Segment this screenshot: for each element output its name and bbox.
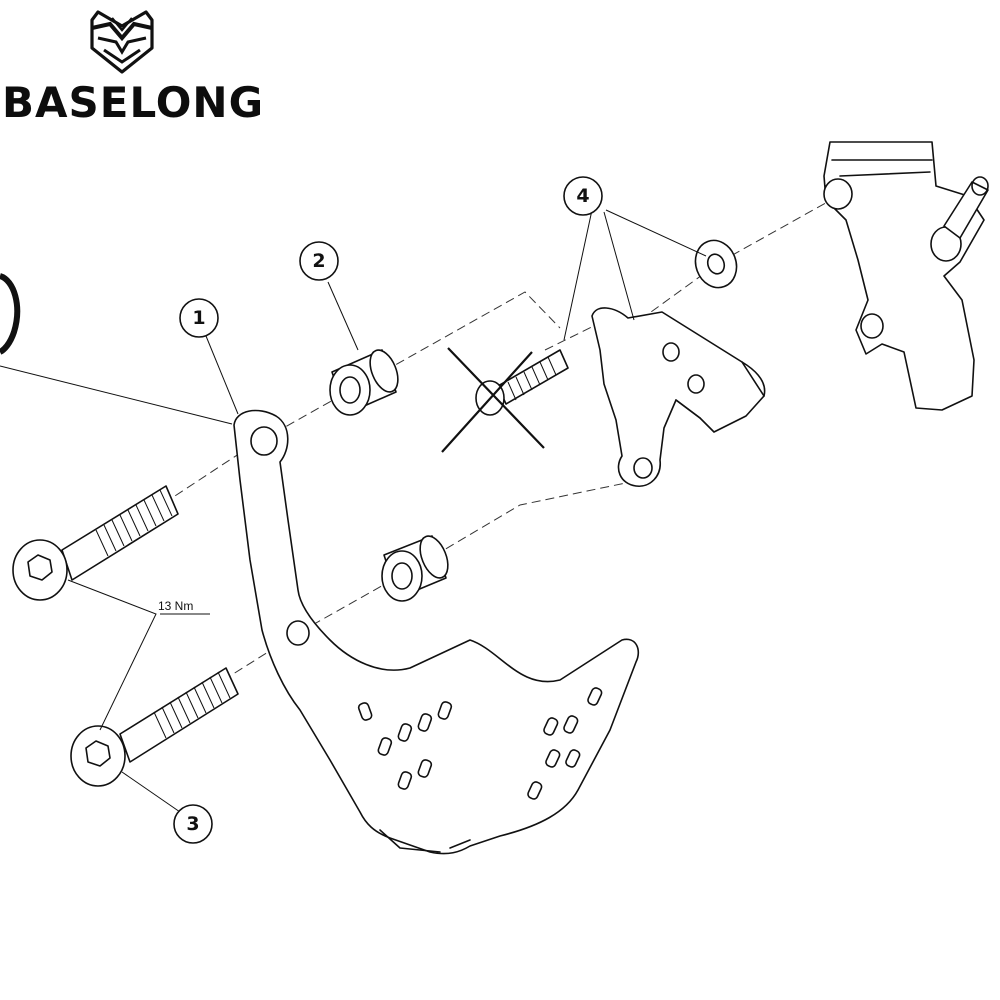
hex-bolt-lower [70, 667, 239, 787]
crossed-out-bolt [441, 347, 569, 453]
washer [694, 239, 738, 289]
callout-3-number: 3 [186, 813, 199, 835]
callout-1: 1 [179, 298, 219, 338]
callout-3: 3 [173, 804, 213, 844]
brand-name: BASELONG [2, 78, 264, 127]
bracket-vent-slots [357, 687, 603, 800]
torque-label: 13 Nm [158, 599, 193, 613]
callout-4: 4 [563, 176, 603, 216]
bolt-thread-lower [153, 671, 231, 739]
brand-logo: BASELONG [2, 10, 264, 127]
caliper-bracket [591, 307, 766, 487]
leader-lines [0, 209, 707, 813]
wheel-edge [0, 273, 21, 355]
callout-2-number: 2 [312, 250, 325, 272]
hex-bolt-upper [12, 485, 179, 601]
fork-leg [823, 141, 989, 411]
callout-4-number: 4 [576, 185, 589, 207]
callout-2: 2 [299, 241, 339, 281]
spacer-lower [381, 535, 449, 602]
bolt-thread-upper [95, 489, 173, 557]
cross-mark-icon [441, 347, 545, 453]
callout-1-number: 1 [192, 307, 205, 329]
mounting-bracket [233, 409, 640, 855]
spacer-upper [329, 349, 399, 416]
mask-shield-icon [90, 10, 154, 74]
